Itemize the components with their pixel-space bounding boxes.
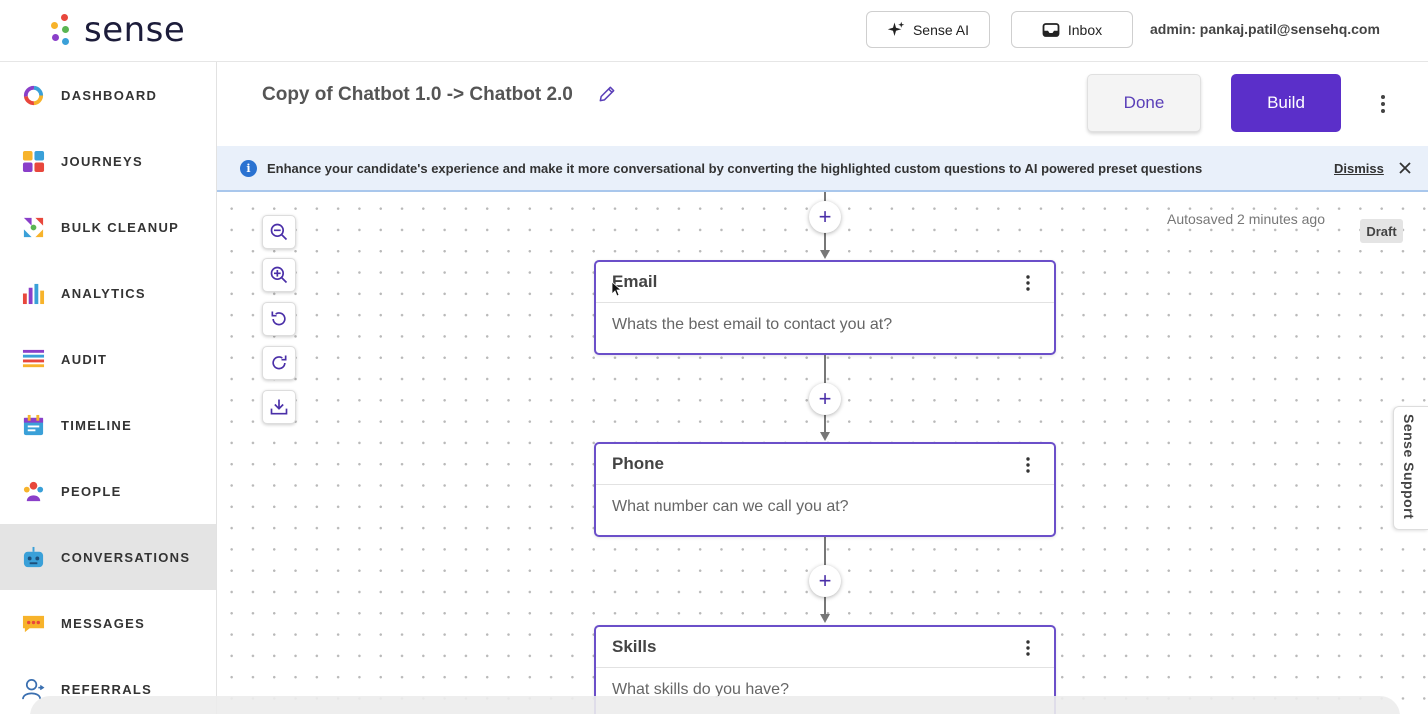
node-title: Email [612, 272, 658, 291]
plus-icon: + [818, 204, 832, 229]
timeline-calendar-icon [23, 414, 44, 435]
sidebar-item-dashboard[interactable]: DASHBOARD [0, 62, 216, 128]
close-icon[interactable] [1396, 159, 1414, 177]
sidebar-item-label: JOURNEYS [61, 153, 143, 169]
sidebar-item-label: ANALYTICS [61, 285, 146, 301]
sense-ai-label: Sense AI [912, 21, 970, 38]
sidebar-item-label: PEOPLE [61, 483, 122, 499]
sidebar-item-people[interactable]: PEOPLE [0, 458, 216, 524]
sidebar-item-label: MESSAGES [61, 615, 146, 631]
mouse-cursor-icon [611, 281, 621, 297]
undo-button[interactable] [262, 302, 296, 336]
bottom-overlay [30, 696, 1400, 714]
zoom-in-button[interactable] [262, 258, 296, 292]
sidebar-item-label: CONVERSATIONS [61, 549, 191, 565]
logo-dots-icon [48, 12, 74, 48]
pencil-edit-icon[interactable] [597, 84, 617, 104]
arrow-down-icon [820, 250, 830, 259]
messages-bubble-icon [22, 615, 45, 632]
undo-icon [271, 311, 286, 326]
node-question: Whats the best email to contact you at? [612, 316, 893, 333]
plus-icon: + [818, 568, 832, 593]
node-question: What skills do you have? [612, 681, 789, 698]
more-options-icon[interactable] [1375, 92, 1391, 116]
done-button[interactable]: Done [1087, 74, 1201, 132]
question-node-phone[interactable]: Phone What number can we call you at? [594, 442, 1056, 537]
node-header: Email [596, 262, 1054, 303]
sidebar-item-audit[interactable]: AUDIT [0, 326, 216, 392]
node-header: Skills [596, 627, 1054, 668]
sidebar-item-label: DASHBOARD [61, 87, 158, 103]
sidebar-item-timeline[interactable]: TIMELINE [0, 392, 216, 458]
download-icon [270, 399, 288, 415]
add-step-button[interactable]: + [809, 383, 841, 415]
node-title: Skills [612, 637, 657, 656]
journeys-grid-icon [22, 150, 45, 172]
builder-header: Copy of Chatbot 1.0 -> Chatbot 2.0 Done … [217, 62, 1428, 146]
sense-logo[interactable]: sense [48, 10, 185, 50]
inbox-icon [1042, 22, 1060, 37]
page-title: Copy of Chatbot 1.0 -> Chatbot 2.0 [262, 84, 573, 105]
info-icon: i [240, 160, 257, 177]
sense-support-tab[interactable] [1393, 406, 1428, 530]
conversations-bot-icon [23, 546, 44, 567]
dashboard-ring-icon [23, 85, 44, 105]
autosave-status: Autosaved 2 minutes ago [1167, 211, 1325, 227]
inbox-label: Inbox [1067, 21, 1103, 38]
banner-text: Enhance your candidate's experience and … [267, 161, 1203, 176]
redo-icon [272, 355, 287, 370]
zoom-out-icon [270, 223, 288, 241]
sidebar-item-bulk-cleanup[interactable]: BULK CLEANUP [0, 194, 216, 260]
sidebar-item-label: TIMELINE [61, 417, 133, 433]
sidebar-item-analytics[interactable]: ANALYTICS [0, 260, 216, 326]
sidebar-item-label: BULK CLEANUP [61, 219, 180, 235]
node-more-icon[interactable] [1024, 639, 1032, 657]
sense-support-label[interactable]: Sense Support [1401, 414, 1417, 520]
node-more-icon[interactable] [1024, 274, 1032, 292]
node-title: Phone [612, 454, 664, 473]
top-bar: sense Sense AI Inbox admin: pankaj.patil… [0, 0, 1428, 62]
audit-list-icon [22, 349, 45, 367]
inbox-button[interactable]: Inbox [1011, 11, 1133, 48]
sidebar: DASHBOARD JOURNEYS BULK CLEANUP ANALYTIC… [0, 62, 217, 714]
add-step-button[interactable]: + [809, 565, 841, 597]
admin-account[interactable]: admin: pankaj.patil@sensehq.com [1150, 21, 1380, 37]
sidebar-item-conversations[interactable]: CONVERSATIONS [0, 524, 216, 590]
plus-icon: + [818, 386, 832, 411]
arrow-down-icon [820, 614, 830, 623]
sidebar-item-label: REFERRALS [61, 681, 153, 697]
sidebar-item-messages[interactable]: MESSAGES [0, 590, 216, 656]
analytics-bars-icon [22, 283, 45, 304]
build-button[interactable]: Build [1231, 74, 1341, 132]
sidebar-item-label: AUDIT [61, 351, 108, 367]
node-question: What number can we call you at? [612, 498, 849, 515]
sidebar-item-journeys[interactable]: JOURNEYS [0, 128, 216, 194]
bulk-cleanup-icon [23, 217, 44, 237]
arrow-down-icon [820, 432, 830, 441]
info-banner: i Enhance your candidate's experience an… [217, 146, 1428, 192]
status-badge: Draft [1360, 219, 1403, 243]
sparkle-icon [887, 21, 905, 36]
redo-button[interactable] [262, 346, 296, 380]
node-more-icon[interactable] [1024, 456, 1032, 474]
zoom-in-icon [270, 266, 288, 284]
add-step-button[interactable]: + [809, 201, 841, 233]
sense-ai-button[interactable]: Sense AI [866, 11, 990, 48]
download-button[interactable] [262, 390, 296, 424]
referrals-user-icon [22, 678, 45, 699]
logo-text: sense [84, 10, 186, 50]
node-header: Phone [596, 444, 1054, 485]
sidebar-item-referrals[interactable]: REFERRALS [0, 656, 216, 714]
zoom-out-button[interactable] [262, 215, 296, 249]
people-icon [23, 481, 44, 501]
question-node-email[interactable]: Email Whats the best email to contact yo… [594, 260, 1056, 355]
flow-canvas[interactable]: Autosaved 2 minutes ago Draft + + + Emai… [217, 192, 1428, 714]
dismiss-link[interactable]: Dismiss [1334, 161, 1384, 176]
